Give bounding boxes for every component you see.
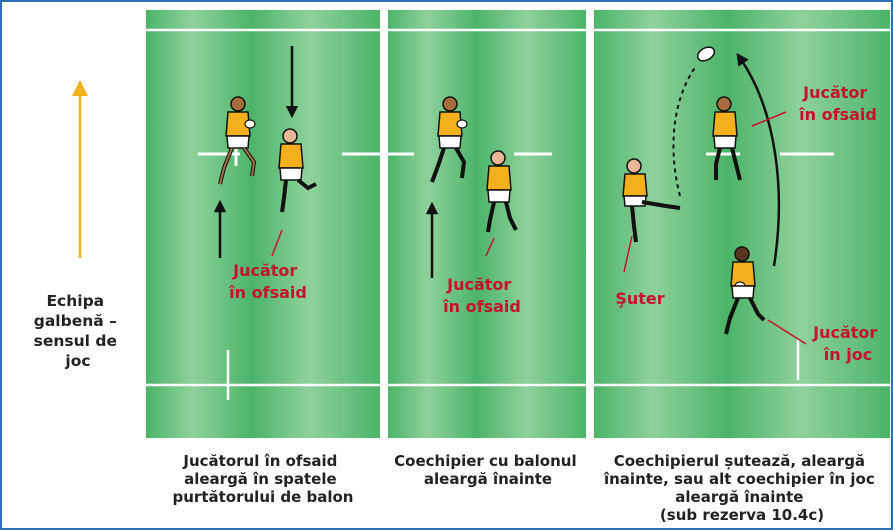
panel-3: Jucător în ofsaid Şuter Jucător în joc (594, 10, 890, 438)
pitch (594, 10, 890, 438)
caption-line: înainte, sau alt coechipier în joc (603, 470, 875, 488)
movement-arrow (736, 52, 781, 267)
caption-line: (sub rezerva 10.4c) (660, 506, 824, 524)
panel-2: Jucător în ofsaid (388, 10, 586, 438)
play-direction-legend: Echipa galbenă – sensul de joc (34, 80, 123, 370)
caption-line: aleargă în spatele (184, 470, 337, 488)
rugby-player-icon (430, 96, 468, 183)
play-direction-arrow-icon (72, 80, 88, 96)
caption-line: Coechipier cu balonul (394, 452, 576, 470)
label-pointer (751, 111, 787, 127)
rugby-player-icon (712, 96, 742, 181)
panel-1: Jucător în ofsaid (146, 10, 380, 438)
rugby-ball-icon (244, 119, 256, 129)
rugby-ball-icon (696, 46, 716, 62)
panel-2-caption: Coechipier cu balonul aleargă înainte (394, 452, 582, 488)
legend-line: Echipa (46, 292, 104, 310)
label-pointer (623, 235, 633, 273)
panel-3-caption: Coechipierul șutează, aleargă înainte, s… (603, 452, 880, 524)
pitch (388, 10, 586, 438)
svg-text:Jucător în ofsaid: Jucător în ofsaid (798, 83, 877, 124)
label-pointer (767, 319, 807, 345)
player-label: Şuter (615, 289, 664, 308)
caption-line: Coechipierul șutează, aleargă (614, 452, 865, 470)
player-label: în joc (823, 345, 872, 364)
label-pointer (271, 229, 283, 257)
rugby-player-icon (218, 96, 257, 185)
panel-1-caption: Jucătorul în ofsaid aleargă în spatele p… (173, 452, 354, 506)
player-label: în ofsaid (228, 283, 307, 302)
player-label: Jucător (802, 83, 867, 102)
rugby-player-icon (724, 246, 766, 335)
legend-line: galbenă – (34, 312, 117, 330)
svg-text:Jucător în ofsaid: Jucător în ofsaid (228, 261, 307, 302)
legend-line: sensul de (34, 332, 117, 350)
caption-line: purtătorului de balon (173, 488, 354, 506)
svg-text:Jucător în joc: Jucător în joc (812, 323, 883, 364)
svg-text:Echipa galbenă – s: Echipa galbenă – sensul de joc (34, 292, 123, 370)
player-label: Jucător (232, 261, 297, 280)
ball-trajectory (672, 65, 697, 197)
player-label: Jucător (446, 275, 511, 294)
player-label: Jucător (812, 323, 877, 342)
rugby-ball-icon (456, 119, 468, 129)
legend-line: joc (64, 352, 90, 370)
pitch (146, 10, 380, 438)
caption-line: Jucătorul în ofsaid (182, 452, 337, 470)
player-label: în ofsaid (442, 297, 521, 316)
caption-line: aleargă înainte (424, 470, 552, 488)
rugby-player-icon (622, 158, 681, 243)
caption-line: aleargă înainte (675, 488, 803, 506)
player-label: în ofsaid (798, 105, 877, 124)
rugby-player-icon (278, 128, 317, 213)
svg-text:Jucător în ofsaid: Jucător în ofsaid (442, 275, 521, 316)
svg-text:Şuter: Şuter (615, 289, 664, 308)
label-pointer (485, 237, 495, 257)
rugby-player-icon (486, 150, 518, 233)
